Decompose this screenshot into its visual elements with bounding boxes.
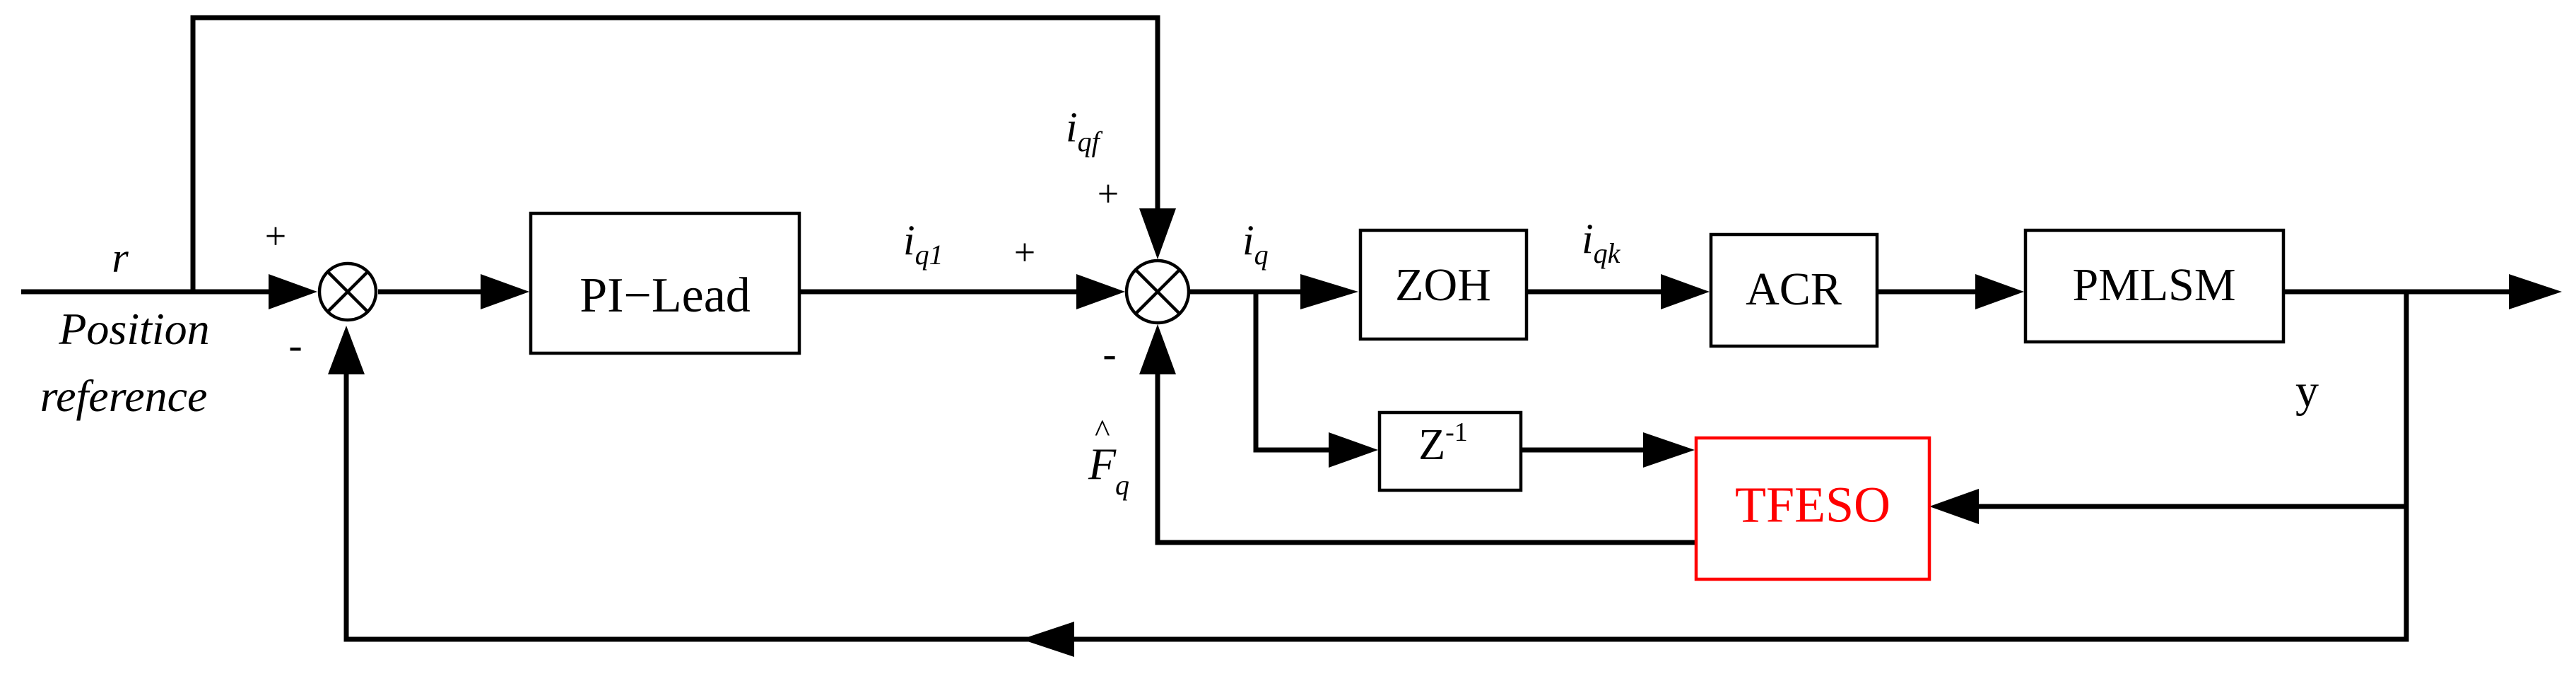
signal-labels: r Position reference iq1 iqf iq iqk F ^ … <box>40 104 2319 501</box>
sign-labels: + - + + - <box>265 172 1119 376</box>
acr-block: ACR <box>1709 232 1879 348</box>
svg-text:q: q <box>1115 469 1129 501</box>
svg-text:^: ^ <box>1095 413 1110 449</box>
arrow-into-sum1-bottom <box>328 326 365 374</box>
acr-label: ACR <box>1746 263 1842 315</box>
fq-hat-label: F ^ q <box>1088 413 1129 501</box>
arrow-into-pilead <box>481 274 529 309</box>
zoh-block: ZOH <box>1358 228 1529 341</box>
summing-junction-1 <box>317 261 378 322</box>
iq-label: iq <box>1242 217 1269 271</box>
arrow-into-zoh <box>1300 274 1358 309</box>
iq1-label: iq1 <box>903 217 943 271</box>
sum2-plus-left-sign: + <box>1014 231 1035 273</box>
arrow-feedback-direction <box>1021 622 1074 657</box>
tfeso-label: TFESO <box>1735 477 1890 533</box>
arrow-into-sum2-bottom <box>1139 324 1176 374</box>
output-signal-label: y <box>2295 365 2319 417</box>
summing-junction-2 <box>1124 259 1191 325</box>
arrow-into-acr <box>1661 274 1710 309</box>
sum2-minus-sign: - <box>1102 331 1116 376</box>
arrow-into-sum2-top <box>1139 208 1176 259</box>
arrow-into-pmlsm <box>1975 274 2024 309</box>
arrow-into-delay <box>1329 432 1378 468</box>
iqf-label: iqf <box>1066 104 1103 158</box>
unit-delay-label: Z-1 <box>1418 417 1468 469</box>
pi-lead-label: PI−Lead <box>580 268 751 323</box>
arrow-output <box>2509 274 2562 309</box>
arrow-into-sum1-left <box>269 274 317 309</box>
iqk-label: iqk <box>1582 215 1621 269</box>
reference-signal-label: r <box>112 235 129 281</box>
tfeso-block: TFESO <box>1694 436 1931 581</box>
arrowheads <box>269 208 2562 657</box>
sum1-minus-sign: - <box>288 322 302 368</box>
position-feedback-line <box>343 374 2409 642</box>
sum1-plus-sign: + <box>265 215 286 257</box>
pmlsm-label: PMLSM <box>2072 259 2235 311</box>
feedforward-line <box>190 15 1160 292</box>
iq-to-delay-line <box>1253 292 1329 453</box>
arrow-into-tfeso-right <box>1929 489 1979 524</box>
position-reference-line1: Position <box>58 304 209 354</box>
arrow-into-tfeso-left <box>1643 432 1695 468</box>
signal-lines <box>21 15 2509 642</box>
pi-lead-block: PI−Lead <box>529 211 801 355</box>
svg-text:F: F <box>1088 439 1117 489</box>
zoh-label: ZOH <box>1395 259 1491 311</box>
pmlsm-block: PMLSM <box>2023 228 2286 344</box>
position-reference-line2: reference <box>40 371 208 421</box>
tfeso-to-sum2-line <box>1155 374 1695 545</box>
unit-delay-block: Z-1 <box>1377 410 1523 492</box>
arrow-into-sum2-left <box>1076 274 1125 309</box>
sum2-plus-top-sign: + <box>1098 172 1119 215</box>
